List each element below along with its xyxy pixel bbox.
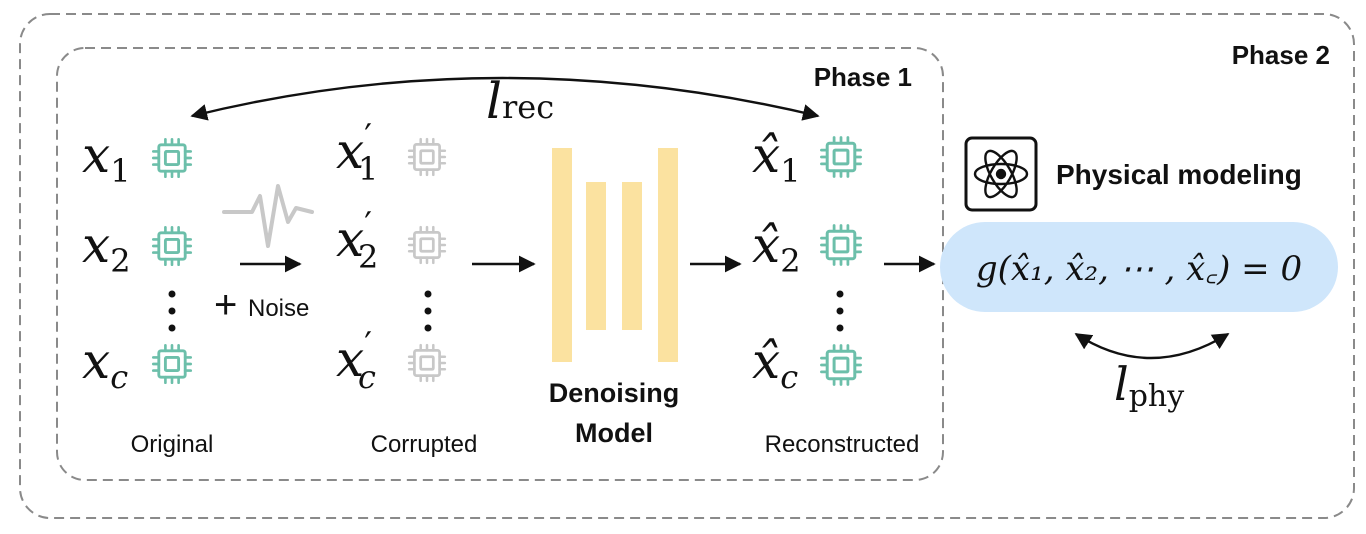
phy-loss-arrow (1074, 332, 1230, 360)
physics-equation: g(x̂₁, x̂₂, ⋯ , x̂꜀) = 0 (976, 249, 1302, 289)
phase2-label: Phase 2 (1232, 40, 1330, 70)
noise-wave-icon (222, 184, 314, 248)
chip-icon (151, 343, 193, 385)
chip-icon (819, 223, 863, 267)
chip-icon (151, 137, 193, 179)
reconstructed-x1: x̂1 (752, 126, 801, 190)
denoising-model: Denoising Model (549, 148, 680, 448)
corrupted-x1: x′1 (336, 117, 378, 188)
original-x2: x2 (82, 216, 131, 280)
rec-loss-label: lrec (486, 72, 554, 130)
model-label-line1: Denoising (549, 378, 680, 408)
phase2-box (19, 13, 1355, 519)
corrupted-column: x′1 x′2 x′c Corrupted (336, 117, 477, 458)
vertical-ellipsis-icon (424, 290, 432, 332)
model-bar (586, 182, 606, 330)
physics-panel: Physical modeling g(x̂₁, x̂₂, ⋯ , x̂꜀) =… (940, 136, 1338, 414)
atom-icon-frame (964, 136, 1038, 212)
corrupted-label: Corrupted (371, 431, 478, 458)
phase1-label: Phase 1 (814, 62, 912, 92)
reconstructed-xc: x̂c (752, 332, 798, 396)
chip-icon (819, 343, 863, 387)
model-bar (622, 182, 642, 330)
rec-loss-arrow (190, 76, 820, 121)
chip-icon (407, 225, 447, 265)
model-bar (552, 148, 572, 362)
chip-icon (407, 343, 447, 383)
chip-icon (407, 137, 447, 177)
corrupted-xc: x′c (336, 325, 376, 396)
original-xc: xc (82, 332, 128, 396)
physics-title: Physical modeling (1056, 159, 1302, 190)
chip-icon (819, 135, 863, 179)
noise-group: + Noise (214, 184, 314, 327)
corrupted-x2: x′2 (336, 205, 378, 276)
atom-icon (973, 149, 1029, 199)
vertical-ellipsis-icon (168, 290, 176, 332)
reconstructed-column: x̂1 x̂2 x̂c Reconstructed (752, 126, 919, 458)
vertical-ellipsis-icon (836, 290, 844, 332)
equation-pill (940, 222, 1338, 312)
original-label: Original (131, 431, 214, 458)
phy-loss-label: lphy (1114, 357, 1184, 414)
reconstructed-x2: x̂2 (752, 216, 801, 280)
chip-icon (151, 225, 193, 267)
noise-plus: + (214, 283, 237, 327)
model-label-line2: Model (575, 418, 653, 448)
original-x1: x1 (82, 126, 131, 190)
original-column: x1 x2 xc Original (82, 126, 213, 458)
reconstructed-label: Reconstructed (765, 431, 920, 458)
model-bar (658, 148, 678, 362)
noise-label: Noise (248, 295, 309, 322)
